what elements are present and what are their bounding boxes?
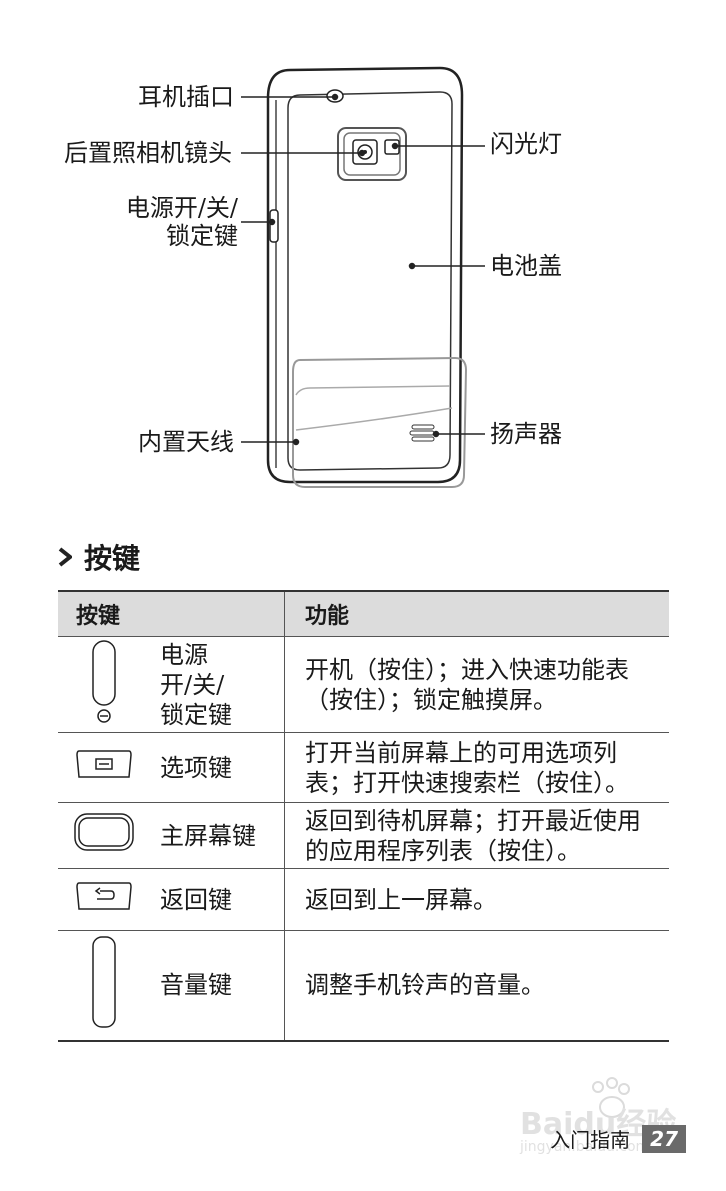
header-function: 功能 [284, 590, 669, 637]
antenna-region [292, 356, 468, 488]
callout-speaker: 扬声器 [490, 420, 562, 448]
phone-back-diagram: 耳机插口 后置照相机镜头 电源开/关/ 锁定键 内置天线 闪光灯 电池盖 扬声器 [0, 0, 726, 510]
power-key-icon [92, 640, 116, 723]
key-function: 打开当前屏幕上的可用选项列表；打开快速搜索栏（按住）。 [305, 738, 629, 797]
callout-power-lock: 电源开/关/ 锁定键 [110, 194, 238, 250]
key-function: 开机（按住）；进入快速功能表（按住）；锁定触摸屏。 [305, 655, 629, 714]
table-row: 音量键 调整手机铃声的音量。 [58, 930, 669, 1042]
section-title: 按键 [84, 542, 141, 575]
back-key-cell [58, 868, 150, 931]
callout-flash: 闪光灯 [490, 130, 562, 158]
key-function: 调整手机铃声的音量。 [305, 971, 545, 1000]
header-key: 按键 [58, 590, 285, 637]
battery-cover-outline [287, 91, 453, 471]
home-key-icon [74, 813, 134, 851]
key-name: 音量键 [160, 971, 232, 1000]
callout-internal-antenna: 内置天线 [138, 428, 234, 456]
baidu-paw-logo [592, 1077, 630, 1118]
callout-power-lock-line2: 锁定键 [166, 222, 238, 250]
volume-key-icon [92, 936, 116, 1028]
page-number: 27 [642, 1124, 686, 1153]
chevron-right-icon [58, 541, 74, 574]
callout-headphone-jack: 耳机插口 [138, 83, 234, 111]
table-header-row: 按键 功能 [58, 590, 669, 637]
home-key-cell [58, 802, 150, 869]
menu-key-icon [76, 750, 132, 778]
key-name: 电源 开/关/ 锁定键 [160, 640, 232, 729]
volume-key-cell [58, 930, 150, 1042]
footer-section-name: 入门指南 [550, 1128, 631, 1152]
key-function: 返回到上一屏幕。 [305, 885, 497, 914]
page-footer: 入门指南 27 [550, 1124, 686, 1153]
key-function: 返回到待机屏幕；打开最近使用的应用程序列表（按住）。 [305, 806, 641, 865]
key-name: 主屏幕键 [160, 821, 256, 850]
callout-rear-camera: 后置照相机镜头 [64, 139, 232, 167]
watermark-brand: Baidu [520, 1107, 617, 1142]
table-row: 电源 开/关/ 锁定键 开机（按住）；进入快速功能表（按住）；锁定触摸屏。 [58, 636, 669, 733]
back-key-icon [76, 882, 132, 910]
speaker-grille [409, 424, 435, 442]
power-key-cell [58, 636, 150, 733]
power-button [269, 209, 279, 243]
callout-battery-cover: 电池盖 [490, 252, 562, 280]
callout-power-lock-line1: 电源开/关/ [125, 194, 238, 222]
menu-key-cell [58, 732, 150, 803]
key-name: 选项键 [160, 753, 232, 782]
baidu-watermark: Baidu经验 jingyan.baidu.com [520, 1075, 700, 1169]
phone-illustration [241, 66, 485, 488]
table-row: 返回键 返回到上一屏幕。 [58, 868, 669, 931]
table-row: 选项键 打开当前屏幕上的可用选项列表；打开快速搜索栏（按住）。 [58, 732, 669, 803]
key-name: 返回键 [160, 885, 232, 914]
table-row: 主屏幕键 返回到待机屏幕；打开最近使用的应用程序列表（按住）。 [58, 802, 669, 869]
keys-table: 按键 功能 电源 开/关/ 锁定键 开机（按住）；进入快速功能表（按住）；锁定触… [58, 590, 669, 1042]
watermark-url: jingyan.baidu.com [520, 1139, 650, 1155]
section-heading: 按键 [58, 537, 140, 577]
